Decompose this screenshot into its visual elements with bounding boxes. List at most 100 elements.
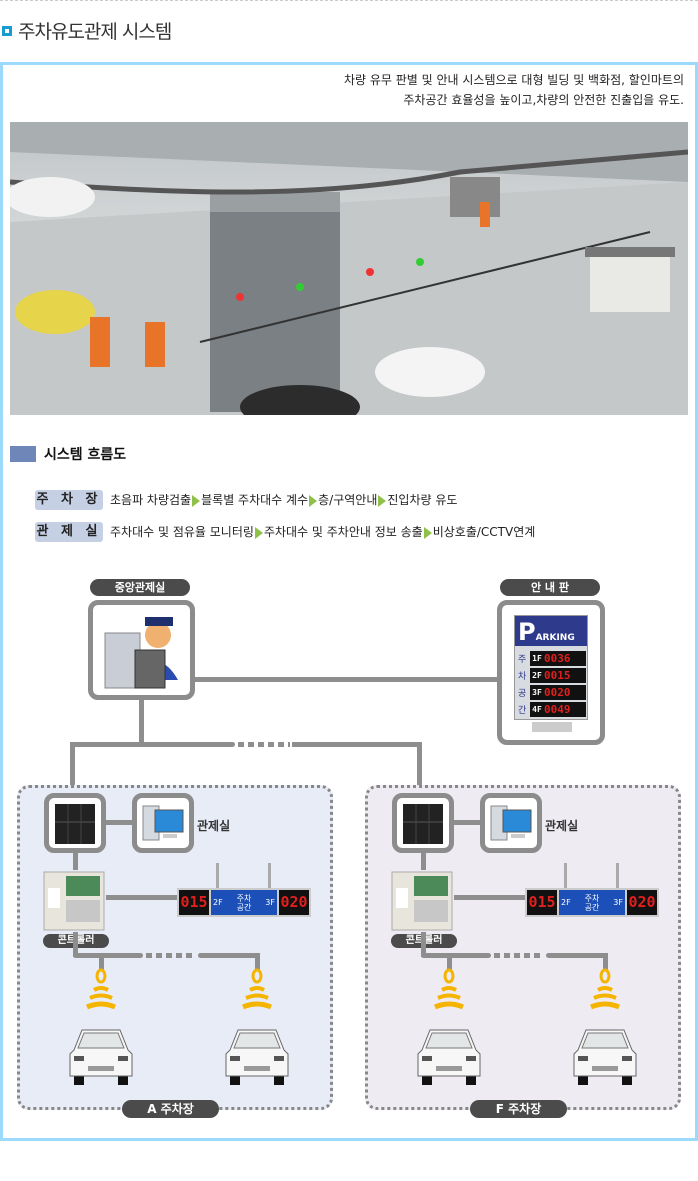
flow-step: 블록별 주차대수 계수: [201, 493, 309, 507]
pc-box: [132, 793, 194, 853]
connection-dashes: [238, 742, 290, 747]
ultrasonic-sensor-icon: [242, 968, 272, 1010]
floor: 1F: [532, 654, 542, 663]
display-text: 공간: [584, 902, 600, 912]
server-box: [392, 793, 454, 853]
parking-sign-header: PARKING: [515, 616, 587, 646]
parking-illustration: [10, 122, 688, 415]
sign-char: 공: [518, 689, 527, 699]
zone-label: A 주차장: [122, 1100, 219, 1118]
car-icon: [417, 1029, 481, 1085]
control-room-label: 관제실: [197, 819, 231, 833]
sign-brand-p: P: [518, 618, 536, 646]
flow-control: 주차대수 및 점유율 모니터링 주차대수 및 주차안내 정보 송출 비상호출/CCT…: [110, 522, 535, 542]
section-title: 시스템 흐름도: [44, 447, 127, 463]
connection-line: [70, 742, 235, 747]
flow-parking: 초음파 차량검출 블록별 주차대수 계수 층/구역안내 진입차량 유도: [110, 490, 457, 510]
connection-line: [454, 820, 481, 825]
sign-char: 차: [518, 672, 527, 682]
connection-dashes: [494, 953, 544, 958]
antenna: [564, 863, 567, 889]
flow-tag-parking: 주 차 장: [35, 490, 103, 510]
server-rack-icon: [403, 804, 443, 844]
connection-line: [546, 953, 606, 958]
controller-cabinet-icon: [391, 871, 453, 931]
car-icon: [225, 1029, 289, 1085]
arrow-right-icon: [309, 494, 318, 507]
connection-line: [70, 742, 75, 788]
floor-left: 2F: [561, 898, 571, 907]
sign-brand: ARKING: [535, 633, 575, 643]
connection-line: [292, 742, 422, 747]
top-divider: [0, 0, 698, 2]
operator-computer-icon: [104, 617, 178, 689]
arrow-right-icon: [378, 494, 387, 507]
antenna: [216, 863, 219, 889]
count: 0049: [544, 703, 571, 716]
zone-label: F 주차장: [470, 1100, 567, 1118]
connection-line: [421, 853, 426, 870]
connection-line: [447, 953, 452, 970]
count: 0020: [544, 686, 571, 699]
connection-line: [73, 932, 78, 957]
flow-step: 층/구역안내: [318, 493, 378, 507]
flow-step: 비상호출/CCTV연계: [432, 525, 536, 539]
connection-line: [198, 953, 258, 958]
controller-cabinet-icon: [43, 871, 105, 931]
antenna: [616, 863, 619, 889]
flow-tag-control: 관 제 실: [35, 522, 103, 542]
connection-line: [417, 742, 422, 788]
intro-line: 주차공간 효율성을 높이고,차량의 안전한 진출입을 유도.: [403, 93, 684, 107]
display-text: 공간: [236, 902, 252, 912]
connection-line: [99, 953, 104, 970]
central-control-box: [88, 600, 195, 700]
sign-label: 안 내 판: [500, 579, 600, 596]
connection-dashes: [146, 953, 196, 958]
led-count-right: 020: [279, 890, 309, 915]
connection-line: [603, 953, 608, 970]
led-count-left: 015: [179, 890, 209, 915]
pc-box: [480, 793, 542, 853]
ultrasonic-sensor-icon: [590, 968, 620, 1010]
floor-right: 3F: [613, 898, 623, 907]
arrow-right-icon: [192, 494, 201, 507]
connection-line: [139, 700, 144, 745]
connection-line: [255, 953, 260, 970]
flow-step: 주차대수 및 점유율 모니터링: [110, 525, 254, 539]
flow-step: 초음파 차량검출: [110, 493, 192, 507]
connection-line: [421, 932, 426, 957]
arrow-right-icon: [254, 526, 263, 539]
floor: 4F: [532, 705, 542, 714]
connection-line: [73, 953, 143, 958]
count: 0036: [544, 652, 571, 665]
title-bullet-icon: [2, 26, 12, 36]
flow-step: 진입차량 유도: [387, 493, 458, 507]
ultrasonic-sensor-icon: [86, 968, 116, 1010]
led-count-left: 015: [527, 890, 557, 915]
floor-right: 3F: [265, 898, 275, 907]
central-label: 중앙관제실: [90, 579, 190, 596]
car-icon: [69, 1029, 133, 1085]
display-text: 주차: [236, 893, 252, 903]
floor: 2F: [532, 671, 542, 680]
connection-line: [73, 853, 78, 870]
connection-line: [195, 677, 497, 682]
page-title: 주차유도관제 시스템: [18, 21, 172, 43]
flow-step: 주차대수 및 주차안내 정보 송출: [263, 525, 423, 539]
desktop-pc-icon: [490, 805, 532, 841]
section-bullet-icon: [10, 446, 36, 462]
count: 0015: [544, 669, 571, 682]
arrow-right-icon: [423, 526, 432, 539]
connection-line: [106, 895, 178, 900]
sign-stand: [532, 722, 572, 732]
